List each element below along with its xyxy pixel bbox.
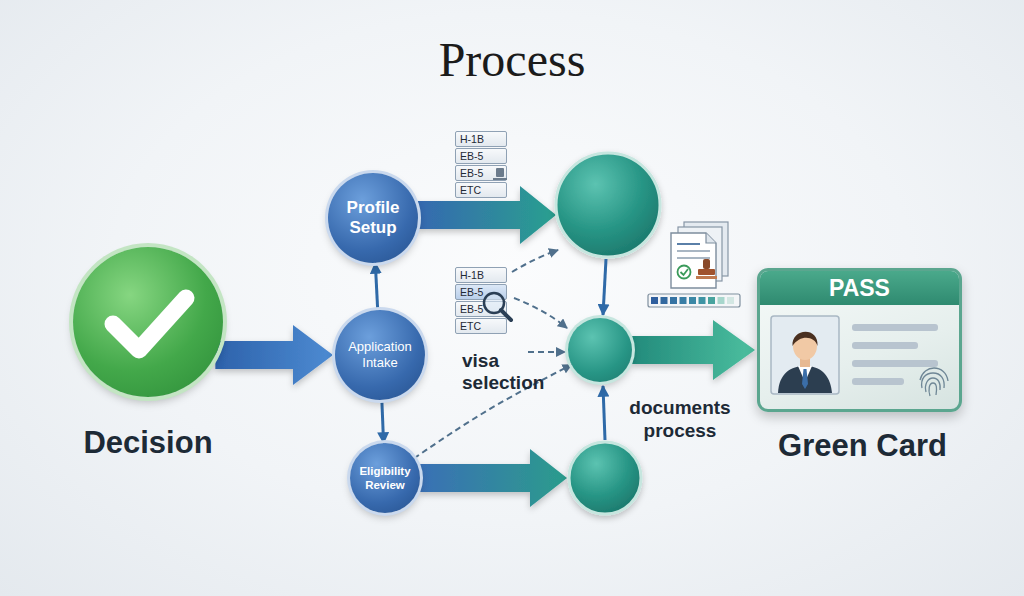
id-photo xyxy=(793,332,817,360)
visa-option: H-1B xyxy=(455,131,507,147)
document-icon xyxy=(706,233,716,243)
id-photo xyxy=(802,369,808,389)
dashed-arrow xyxy=(514,298,567,328)
document-icon xyxy=(703,259,710,269)
fingerprint-icon xyxy=(920,368,948,396)
progress-bar xyxy=(699,297,706,304)
document-icon xyxy=(677,243,700,245)
visa-option: EB-5 xyxy=(455,284,507,300)
document-icon xyxy=(677,250,710,252)
node-caption: Decision xyxy=(33,425,263,461)
progress-bar xyxy=(718,297,725,304)
node-caption: Green Card xyxy=(740,428,985,464)
magnifier-icon xyxy=(501,310,511,320)
document-icon xyxy=(671,222,728,288)
document-icon xyxy=(696,276,717,279)
annotation: visa selection xyxy=(462,350,554,394)
document-icon xyxy=(698,269,715,275)
flow-arrow xyxy=(375,263,377,310)
node-caption: documents process xyxy=(620,396,740,442)
progress-bar xyxy=(727,297,734,304)
id-photo xyxy=(800,356,810,367)
document-icon xyxy=(677,257,710,259)
flow-arrow xyxy=(603,259,606,315)
document-icon xyxy=(684,222,728,276)
step-circle: Eligibility Review xyxy=(350,443,420,513)
fingerprint-icon xyxy=(920,368,948,381)
document-icon xyxy=(678,266,691,279)
id-photo xyxy=(778,366,832,393)
diagram-title: Process xyxy=(0,30,1024,90)
card-line xyxy=(852,360,938,367)
flow-arrow xyxy=(382,400,384,443)
stamp-icon xyxy=(493,168,507,179)
fingerprint-icon xyxy=(929,383,937,396)
progress-bar xyxy=(689,297,696,304)
step-circle: Application Intake xyxy=(335,310,425,400)
document-icon xyxy=(678,227,722,281)
fingerprint-icon xyxy=(922,373,945,388)
magnifier-icon xyxy=(484,293,511,320)
stage-circle xyxy=(569,442,641,514)
stage-circle: documents process xyxy=(568,318,632,382)
step-label: Application Intake xyxy=(340,339,420,371)
step-circle: Profile Setup xyxy=(328,173,418,263)
stamp-icon xyxy=(496,168,504,177)
document-icon xyxy=(681,269,689,275)
stage-circle xyxy=(556,153,660,257)
visa-option: EB-5 xyxy=(455,148,507,164)
progress-bar xyxy=(661,297,668,304)
step-label: Profile Setup xyxy=(338,198,408,238)
fingerprint-icon xyxy=(925,378,940,392)
magnifier-icon xyxy=(484,293,504,313)
stamp-icon xyxy=(493,178,507,180)
dashed-arrow xyxy=(528,351,565,353)
id-photo xyxy=(771,316,839,394)
progress-bar xyxy=(680,297,687,304)
card-line xyxy=(852,378,904,385)
id-card: PASSGreen Card xyxy=(757,268,962,412)
document-icon xyxy=(671,233,716,288)
id-photo xyxy=(771,316,839,394)
progress-bar xyxy=(648,294,740,307)
flow-arrow xyxy=(632,320,755,380)
flow-arrow xyxy=(215,325,333,385)
progress-bar xyxy=(648,294,740,307)
card-line xyxy=(852,342,918,349)
step-label: Eligibility Review xyxy=(353,464,417,492)
visa-option: ETC xyxy=(455,318,507,334)
visa-option: H-1B xyxy=(455,267,507,283)
check-mark xyxy=(113,298,186,350)
flow-arrow xyxy=(603,386,605,440)
card-line xyxy=(852,324,938,331)
visa-option: EB-5 xyxy=(455,301,507,317)
visa-option: ETC xyxy=(455,182,507,198)
id-photo xyxy=(798,366,812,382)
dashed-arrow xyxy=(512,250,558,272)
visa-option: EB-5 xyxy=(455,165,507,181)
decision-circle: Decision xyxy=(73,247,223,397)
progress-bar xyxy=(708,297,715,304)
progress-bar xyxy=(670,297,677,304)
card-header: PASS xyxy=(760,271,959,305)
card-lines xyxy=(852,324,938,385)
id-photo xyxy=(792,332,817,346)
progress-bar xyxy=(651,297,658,304)
flow-arrow xyxy=(420,449,567,507)
